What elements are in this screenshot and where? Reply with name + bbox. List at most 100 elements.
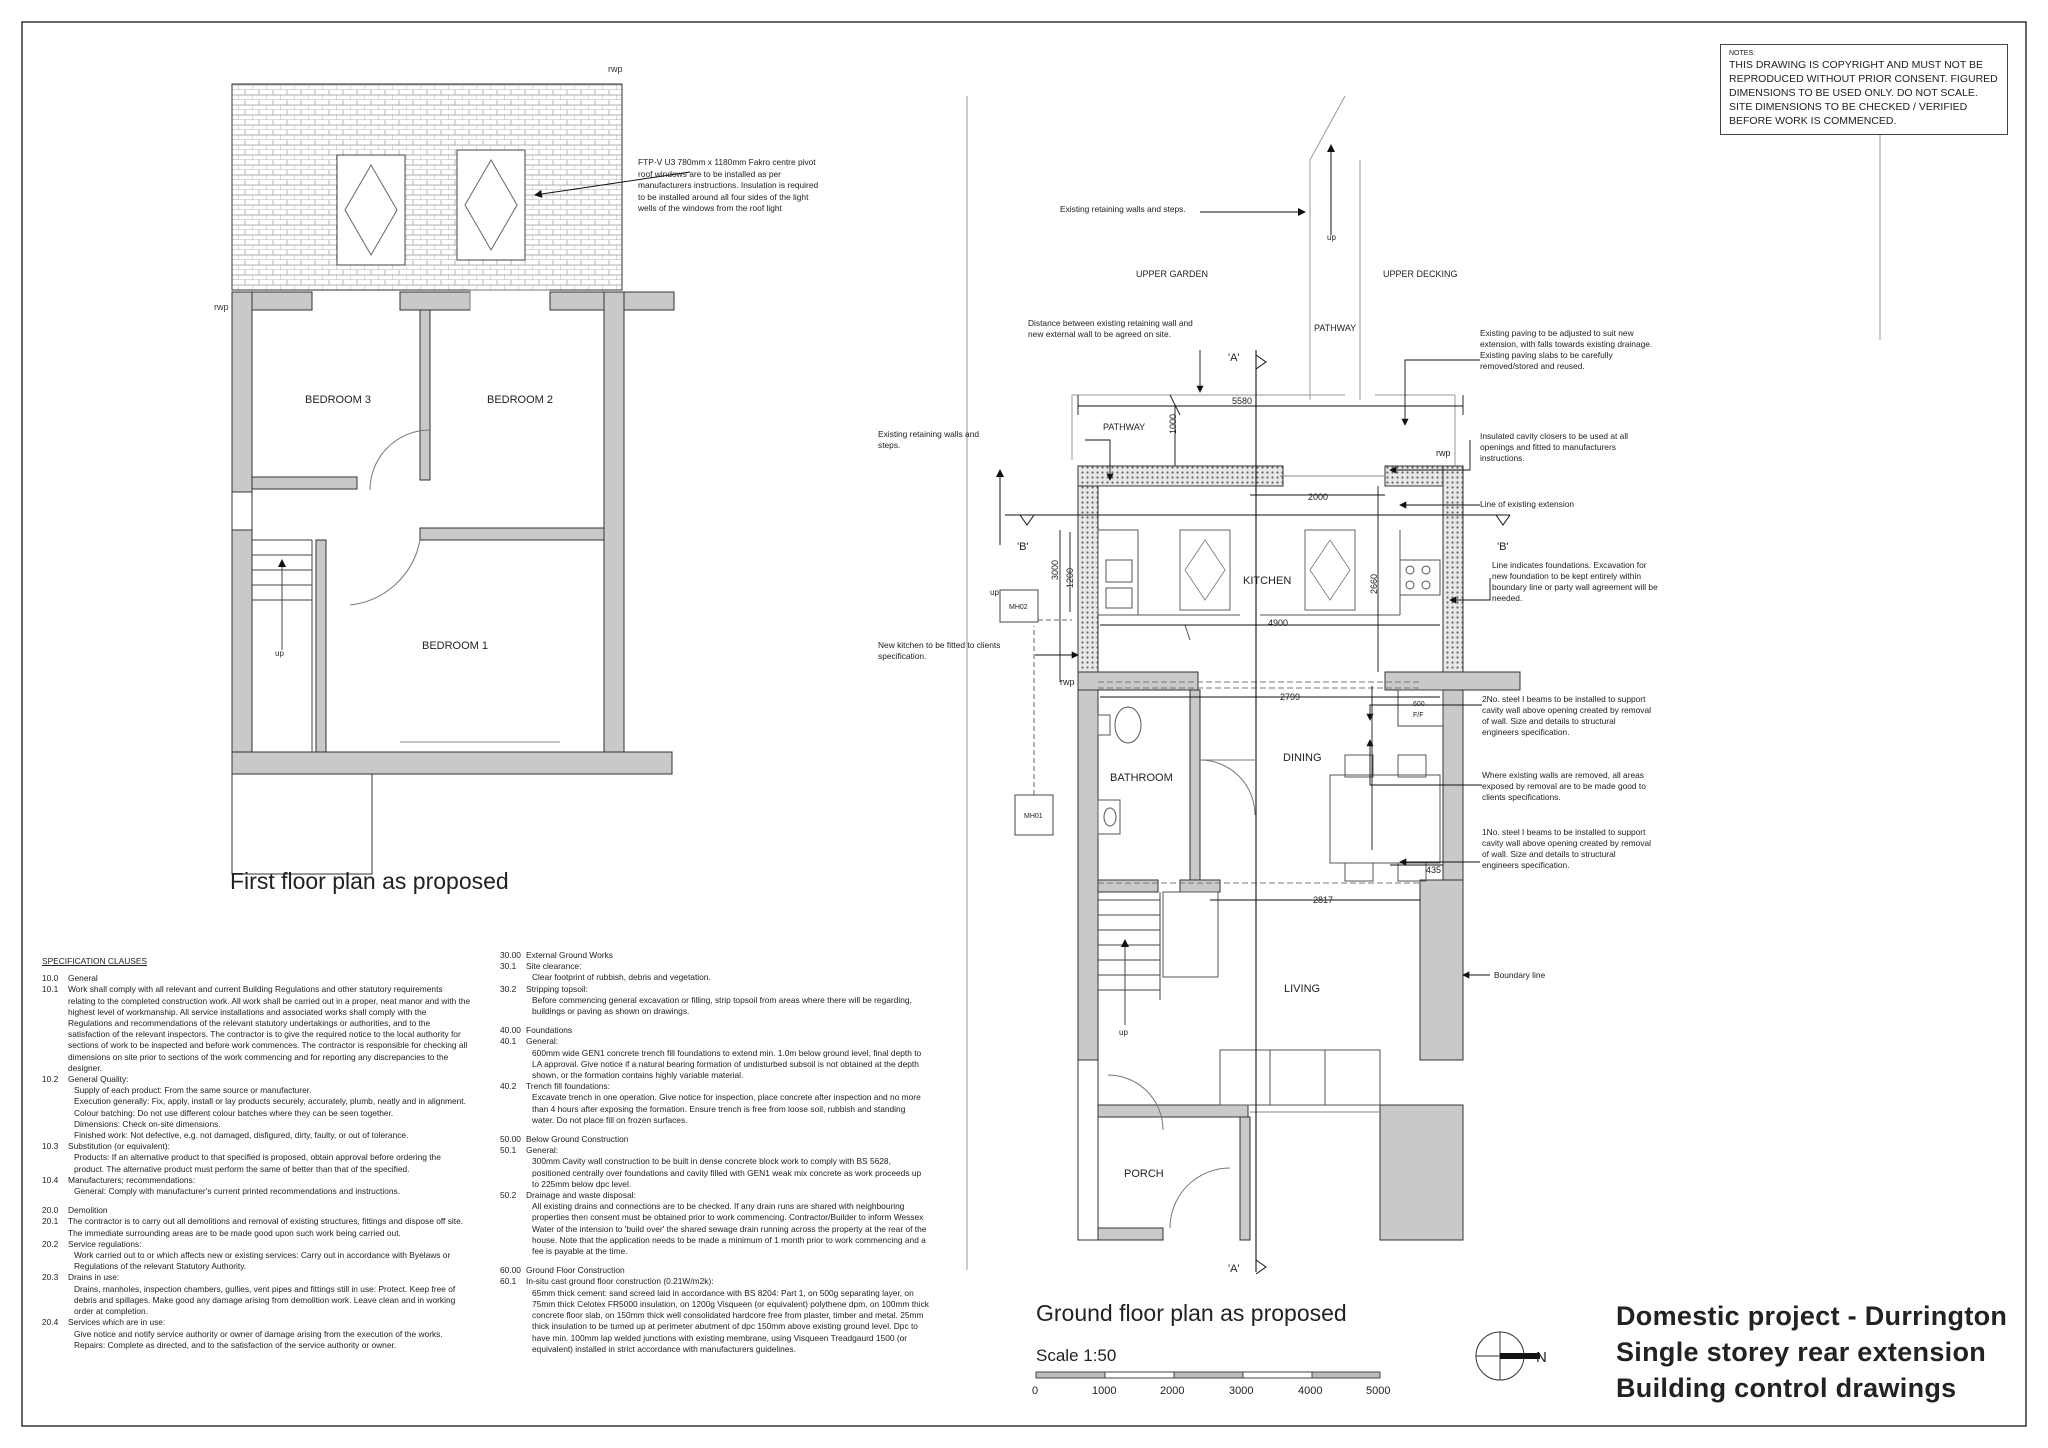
spec-clause-number: 10.0 bbox=[42, 973, 59, 984]
north-label: N bbox=[1536, 1349, 1547, 1366]
spec-clause-text: Give notice and notify service authority… bbox=[74, 1328, 443, 1350]
spec-clause-text: External Ground Works bbox=[526, 950, 613, 960]
annotation-steel-beams-2: 2No. steel I beams to be installed to su… bbox=[1482, 694, 1651, 737]
spec-clause-text: 65mm thick cement: sand screed laid in a… bbox=[532, 1287, 929, 1354]
spec-clause-number bbox=[500, 1288, 526, 1355]
spec-clause-text: Manufacturers; recommendations: bbox=[68, 1174, 196, 1185]
annotation-steel-beam-1: 1No. steel I beams to be installed to su… bbox=[1482, 827, 1651, 870]
spec-clause-text: In-situ cast ground floor construction (… bbox=[526, 1276, 714, 1287]
spec-clause-number: 10.4 bbox=[42, 1174, 59, 1185]
spec-clause-text: Drains in use: bbox=[68, 1272, 120, 1283]
annotation-new-kitchen: New kitchen to be fitted to clients spec… bbox=[878, 640, 1001, 661]
spec-clause-text: Substitution (or equivalent): bbox=[68, 1141, 170, 1152]
annotation-walls-removed: Where existing walls are removed, all ar… bbox=[1482, 770, 1646, 802]
dimension-label: 2799 bbox=[1280, 692, 1300, 702]
roof-window-note: FTP-V U3 780mm x 1180mm Fakro centre piv… bbox=[638, 157, 819, 213]
spec-clause: 40.2 Trench fill foundations: bbox=[500, 1081, 930, 1092]
spec-clause-number: 50.1 bbox=[500, 1145, 517, 1156]
spec-clause-text: Demolition bbox=[68, 1205, 108, 1216]
spec-clause-text: Colour batching: Do not use different co… bbox=[74, 1107, 394, 1118]
spec-clause-text: Before commencing general excavation or … bbox=[532, 994, 912, 1017]
section-marker: 'A' bbox=[1228, 352, 1240, 364]
spec-clause-text: Work carried out to or which affects new… bbox=[74, 1250, 451, 1272]
spec-clause: Supply of each product: From the same so… bbox=[42, 1085, 472, 1096]
spec-clause: 50.1 General: bbox=[500, 1145, 930, 1156]
annotation-paving: Existing paving to be adjusted to suit n… bbox=[1480, 328, 1653, 371]
spec-clause-number: 10.1 bbox=[42, 984, 59, 995]
spec-clause-number bbox=[500, 995, 526, 1017]
spec-clause: 600mm wide GEN1 concrete trench fill fou… bbox=[500, 1048, 930, 1082]
spec-clause: Clear footprint of rubbish, debris and v… bbox=[500, 972, 930, 983]
spec-clause: Drains, manholes, inspection chambers, g… bbox=[42, 1284, 472, 1318]
spec-clause-number: 30.1 bbox=[500, 961, 517, 972]
spec-clause-number: 30.2 bbox=[500, 983, 517, 994]
spec-clause-text: Supply of each product: From the same so… bbox=[74, 1085, 312, 1096]
spec-clause-text: Drainage and waste disposal: bbox=[526, 1190, 636, 1201]
spec-gap bbox=[500, 1257, 930, 1265]
annotation-retaining-walls: Existing retaining walls and steps. bbox=[1060, 204, 1186, 214]
spec-gap bbox=[500, 1017, 930, 1025]
spec-clause-text: Work shall comply with all relevant and … bbox=[68, 984, 471, 1073]
spec-clause-text: Excavate trench in one operation. Give n… bbox=[532, 1092, 921, 1125]
annotation-line-existing: Line of existing extension bbox=[1480, 499, 1575, 509]
manhole-label: MH01 bbox=[1024, 813, 1043, 820]
spec-clause-text: Dimensions: Check on-site dimensions. bbox=[74, 1118, 221, 1129]
spec-clause-number: 20.1 bbox=[42, 1216, 59, 1227]
spec-clause: General: Comply with manufacturer's curr… bbox=[42, 1186, 472, 1197]
spec-clause-number bbox=[42, 1329, 68, 1351]
rwp-label: rwp bbox=[608, 64, 623, 74]
ground-floor-plan bbox=[966, 95, 1881, 1381]
manhole-label: MH02 bbox=[1009, 604, 1028, 611]
area-label-pathway: PATHWAY bbox=[1103, 422, 1145, 432]
spec-clause-number bbox=[500, 972, 526, 983]
spec-clause: All existing drains and connections are … bbox=[500, 1201, 930, 1257]
dimension-label: 2660 bbox=[1369, 574, 1379, 594]
annotation-distance-wall: Distance between existing retaining wall… bbox=[1028, 318, 1193, 339]
spec-clause-number: 40.2 bbox=[500, 1081, 517, 1092]
spec-clause: Dimensions: Check on-site dimensions. bbox=[42, 1119, 472, 1130]
spec-clause-text: Ground Floor Construction bbox=[526, 1265, 625, 1276]
spec-clause-text: Products: If an alternative product to t… bbox=[74, 1152, 441, 1174]
spec-clause-number bbox=[42, 1119, 68, 1130]
dimension-label: 2817 bbox=[1313, 895, 1333, 905]
spec-clause-text: 600mm wide GEN1 concrete trench fill fou… bbox=[532, 1047, 922, 1081]
room-label-living: LIVING bbox=[1284, 983, 1320, 995]
spec-clause-text: General: bbox=[526, 1145, 559, 1156]
spec-clause-text: 300mm Cavity wall construction to be bui… bbox=[532, 1156, 922, 1189]
spec-clause-text: General: bbox=[526, 1036, 559, 1047]
spec-clause-number bbox=[500, 1092, 526, 1126]
roof-area bbox=[231, 83, 623, 291]
spec-clause-number bbox=[42, 1108, 68, 1119]
spec-clause-number: 20.3 bbox=[42, 1272, 59, 1283]
spec-clause: 10.1 Work shall comply with all relevant… bbox=[42, 984, 472, 1074]
room-label-kitchen: KITCHEN bbox=[1243, 575, 1291, 587]
spec-clause-number: 40.1 bbox=[500, 1036, 517, 1047]
sheet-border bbox=[21, 21, 2027, 1427]
spec-clause-number bbox=[42, 1250, 68, 1272]
stair-up-label: up bbox=[275, 649, 284, 658]
spec-clause-text: Trench fill foundations: bbox=[526, 1081, 610, 1092]
spec-clause: 10.4 Manufacturers; recommendations: bbox=[42, 1175, 472, 1186]
spec-clause-text: Below Ground Construction bbox=[526, 1134, 629, 1145]
spec-clause-text: All existing drains and connections are … bbox=[532, 1201, 927, 1257]
scale-tick: 4000 bbox=[1298, 1385, 1322, 1397]
spec-clause-text: Site clearance: bbox=[526, 961, 582, 972]
spec-clause-text: Execution generally: Fix, apply, install… bbox=[74, 1096, 466, 1107]
title-line-1: Domestic project - Durrington bbox=[1616, 1301, 2008, 1331]
spec-clause-text: Clear footprint of rubbish, debris and v… bbox=[532, 972, 711, 983]
scale-tick: 2000 bbox=[1160, 1385, 1184, 1397]
roof-window bbox=[456, 149, 526, 261]
spec-clause-number bbox=[500, 1156, 526, 1190]
ff-label: 600 bbox=[1413, 701, 1425, 708]
dimension-label: 2000 bbox=[1308, 492, 1328, 502]
annotation-retaining-walls: Existing retaining walls and steps. bbox=[878, 429, 980, 450]
spec-clause-number: 10.3 bbox=[42, 1141, 59, 1152]
up-label: up bbox=[1327, 233, 1336, 242]
section-marker: 'B' bbox=[1497, 541, 1509, 553]
up-label: up bbox=[990, 588, 999, 597]
